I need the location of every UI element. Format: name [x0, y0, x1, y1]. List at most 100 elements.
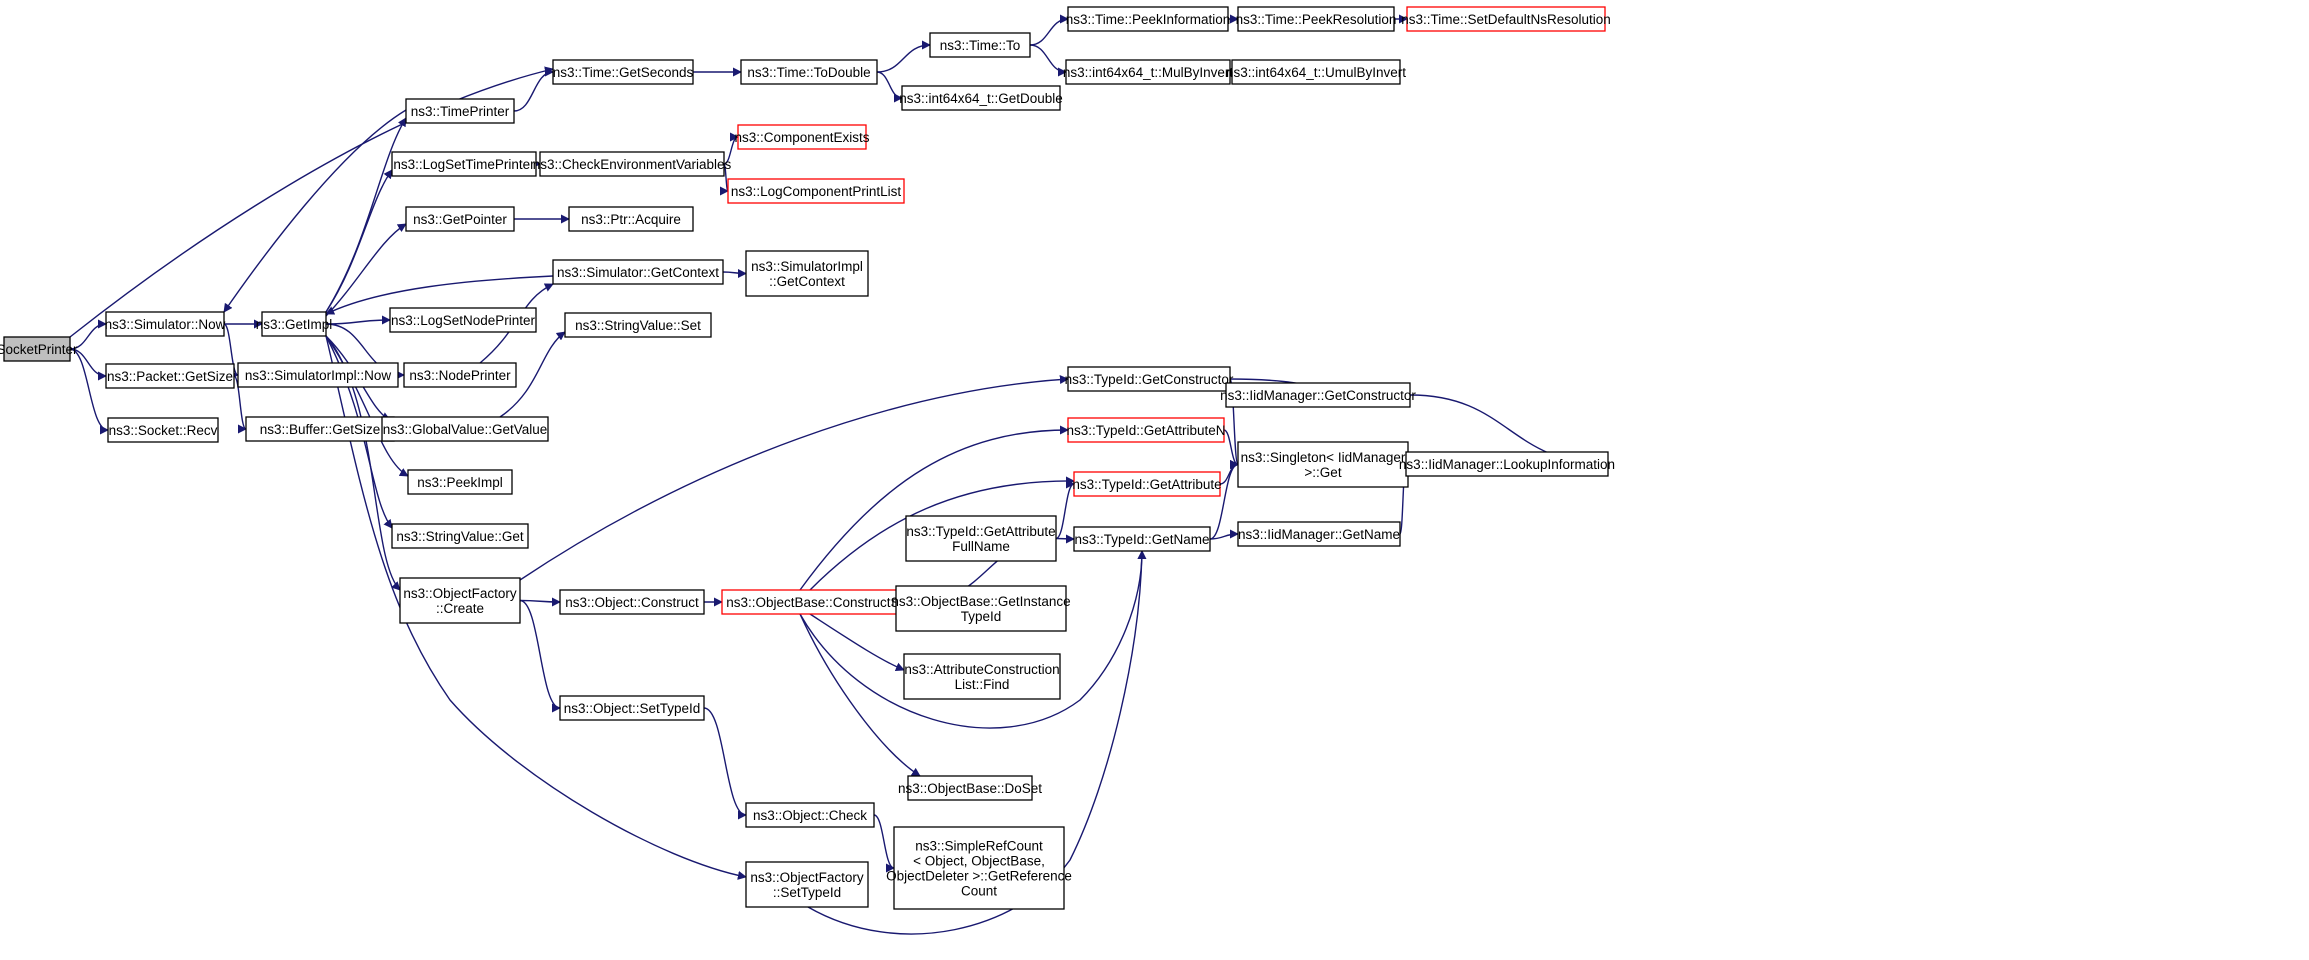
- node-label: ns3::ObjectBase::DoSet: [898, 781, 1042, 796]
- node-getpointer[interactable]: ns3::GetPointer: [405, 206, 515, 232]
- node-objectfactory-settypeid[interactable]: ns3::ObjectFactory::SetTypeId: [745, 861, 869, 908]
- node-box: [403, 362, 517, 388]
- node-box: [745, 802, 875, 828]
- node-box: [381, 416, 549, 442]
- node-simimpl-getcontext[interactable]: ns3::SimulatorImpl::GetContext: [745, 250, 869, 297]
- node-object-settypeid[interactable]: ns3::Object::SetTypeId: [559, 695, 705, 721]
- node-box: [727, 178, 905, 204]
- node-box: [405, 98, 515, 124]
- edge-objectbase-constructself-to-typeid-getattribute: [809, 476, 1075, 591]
- node-label: ::SetTypeId: [773, 885, 841, 900]
- edge-getimpl-to-timeprinter: [325, 117, 407, 313]
- node-componentexists[interactable]: ns3::ComponentExists: [734, 124, 870, 150]
- node-sim-getcontext[interactable]: ns3::Simulator::GetContext: [552, 259, 724, 285]
- node-int64-umulbyinvert[interactable]: ns3::int64x64_t::UmulByInvert: [1226, 59, 1406, 85]
- node-box: [105, 363, 235, 389]
- node-box: [1237, 6, 1395, 32]
- node-time-to[interactable]: ns3::Time::To: [929, 32, 1031, 58]
- node-box: [1225, 382, 1411, 408]
- edge-object-check-to-simplerefcount-getreferencecount: [873, 814, 895, 873]
- node-peekimpl[interactable]: ns3::PeekImpl: [407, 469, 513, 495]
- edge-timeprinter-to-sim-now: [223, 109, 407, 313]
- node-time-peekresolution[interactable]: ns3::Time::PeekResolution: [1236, 6, 1397, 32]
- node-socketprinter[interactable]: SocketPrinter: [0, 336, 78, 362]
- node-label: ns3::AttributeConstruction: [904, 662, 1059, 677]
- node-typeid-getattribute[interactable]: ns3::TypeId::GetAttribute: [1072, 471, 1222, 497]
- edge-objectbase-constructself-to-typeid-getname: [799, 550, 1147, 729]
- node-buffer-getsize[interactable]: ns3::Buffer::GetSize: [245, 416, 395, 442]
- node-objectbase-doset[interactable]: ns3::ObjectBase::DoSet: [898, 775, 1042, 801]
- node-ptr-acquire[interactable]: ns3::Ptr::Acquire: [568, 206, 694, 232]
- node-time-peekinformation[interactable]: ns3::Time::PeekInformation: [1066, 6, 1231, 32]
- node-getimpl[interactable]: ns3::GetImpl: [256, 311, 333, 337]
- node-checkenvvars[interactable]: ns3::CheckEnvironmentVariables: [533, 151, 732, 177]
- node-socket-recv[interactable]: ns3::Socket::Recv: [107, 417, 219, 443]
- node-globalvalue-getvalue[interactable]: ns3::GlobalValue::GetValue: [381, 416, 549, 442]
- node-label: ns3::Time::PeekResolution: [1236, 12, 1397, 27]
- node-box: [905, 515, 1057, 562]
- node-typeid-getname[interactable]: ns3::TypeId::GetName: [1073, 526, 1211, 552]
- node-logsetnodeprinter[interactable]: ns3::LogSetNodePrinter: [389, 307, 537, 333]
- node-label: ns3::ObjectFactory: [403, 586, 517, 601]
- node-box: [737, 124, 867, 150]
- node-label: ns3::StringValue::Set: [575, 318, 701, 333]
- node-box: [539, 151, 725, 177]
- node-label: ns3::SimpleRefCount: [915, 839, 1043, 854]
- node-label: ObjectDeleter >::GetReference: [886, 869, 1072, 884]
- node-stringvalue-get[interactable]: ns3::StringValue::Get: [391, 523, 529, 549]
- node-label: ns3::LogSetTimePrinter: [393, 157, 535, 172]
- node-label: ns3::LogComponentPrintList: [731, 184, 902, 199]
- node-box: [1231, 59, 1401, 85]
- node-objectbase-constructself[interactable]: ns3::ObjectBase::ConstructSelf: [721, 589, 919, 615]
- node-label: ns3::Socket::Recv: [109, 423, 218, 438]
- node-logcomponentprintlist[interactable]: ns3::LogComponentPrintList: [727, 178, 905, 204]
- node-box: [559, 589, 705, 615]
- edge-socketprinter-to-sim-now: [69, 319, 107, 350]
- node-time-setdefaultnsresolution[interactable]: ns3::Time::SetDefaultNsResolution: [1401, 6, 1611, 32]
- node-singleton-iidmanager-get[interactable]: ns3::Singleton< IidManager>::Get: [1237, 441, 1409, 488]
- node-label: ns3::TimePrinter: [411, 104, 510, 119]
- edge-typeid-getname-to-singleton-iidmanager-get: [1209, 460, 1239, 540]
- node-packet-getsize[interactable]: ns3::Packet::GetSize: [105, 363, 235, 389]
- node-simimpl-now[interactable]: ns3::SimulatorImpl::Now: [237, 362, 399, 388]
- node-label: ns3::IidManager::GetConstructor: [1220, 388, 1416, 403]
- node-time-getseconds[interactable]: ns3::Time::GetSeconds: [552, 59, 694, 85]
- node-stringvalue-set[interactable]: ns3::StringValue::Set: [564, 312, 712, 338]
- edge-sim-getcontext-to-simimpl-getcontext: [722, 268, 747, 278]
- node-logsettimeprinter[interactable]: ns3::LogSetTimePrinter: [391, 151, 537, 177]
- node-iidmanager-lookupinformation[interactable]: ns3::IidManager::LookupInformation: [1399, 451, 1615, 477]
- node-label: Count: [961, 884, 997, 899]
- node-object-check[interactable]: ns3::Object::Check: [745, 802, 875, 828]
- node-box: [399, 577, 521, 624]
- node-timeprinter[interactable]: ns3::TimePrinter: [405, 98, 515, 124]
- node-label: ns3::CheckEnvironmentVariables: [533, 157, 732, 172]
- node-label: ::GetContext: [769, 274, 845, 289]
- node-box: [3, 336, 71, 362]
- node-sim-now[interactable]: ns3::Simulator::Now: [105, 311, 226, 337]
- node-simplerefcount-getreferencecount[interactable]: ns3::SimpleRefCount< Object, ObjectBase,…: [886, 826, 1072, 910]
- node-typeid-getconstructor[interactable]: ns3::TypeId::GetConstructor: [1065, 366, 1234, 392]
- node-nodeprinter[interactable]: ns3::NodePrinter: [403, 362, 517, 388]
- node-box: [1067, 6, 1229, 32]
- node-time-todouble[interactable]: ns3::Time::ToDouble: [740, 59, 878, 85]
- node-box: [740, 59, 878, 85]
- edge-typeid-getattributefullname-to-typeid-getname: [1055, 534, 1075, 544]
- node-label: ns3::TypeId::GetConstructor: [1065, 372, 1234, 387]
- node-typeid-getattributen[interactable]: ns3::TypeId::GetAttributeN: [1066, 417, 1226, 443]
- node-label: ns3::ObjectBase::GetInstance: [891, 594, 1070, 609]
- node-iidmanager-getname[interactable]: ns3::IidManager::GetName: [1237, 521, 1401, 547]
- node-iidmanager-getconstructor[interactable]: ns3::IidManager::GetConstructor: [1220, 382, 1416, 408]
- edge-objectfactory-create-to-typeid-getconstructor: [519, 375, 1069, 581]
- node-box: [559, 695, 705, 721]
- node-objectfactory-create[interactable]: ns3::ObjectFactory::Create: [399, 577, 521, 624]
- node-object-construct[interactable]: ns3::Object::Construct: [559, 589, 705, 615]
- node-box: [552, 59, 694, 85]
- node-int64-getdouble[interactable]: ns3::int64x64_t::GetDouble: [899, 85, 1063, 111]
- node-label: ns3::Simulator::Now: [105, 317, 226, 332]
- node-label: ns3::ObjectFactory: [750, 870, 864, 885]
- node-int64-mulbyinvert[interactable]: ns3::int64x64_t::MulByInvert: [1063, 59, 1234, 85]
- node-label: ns3::Singleton< IidManager: [1241, 450, 1406, 465]
